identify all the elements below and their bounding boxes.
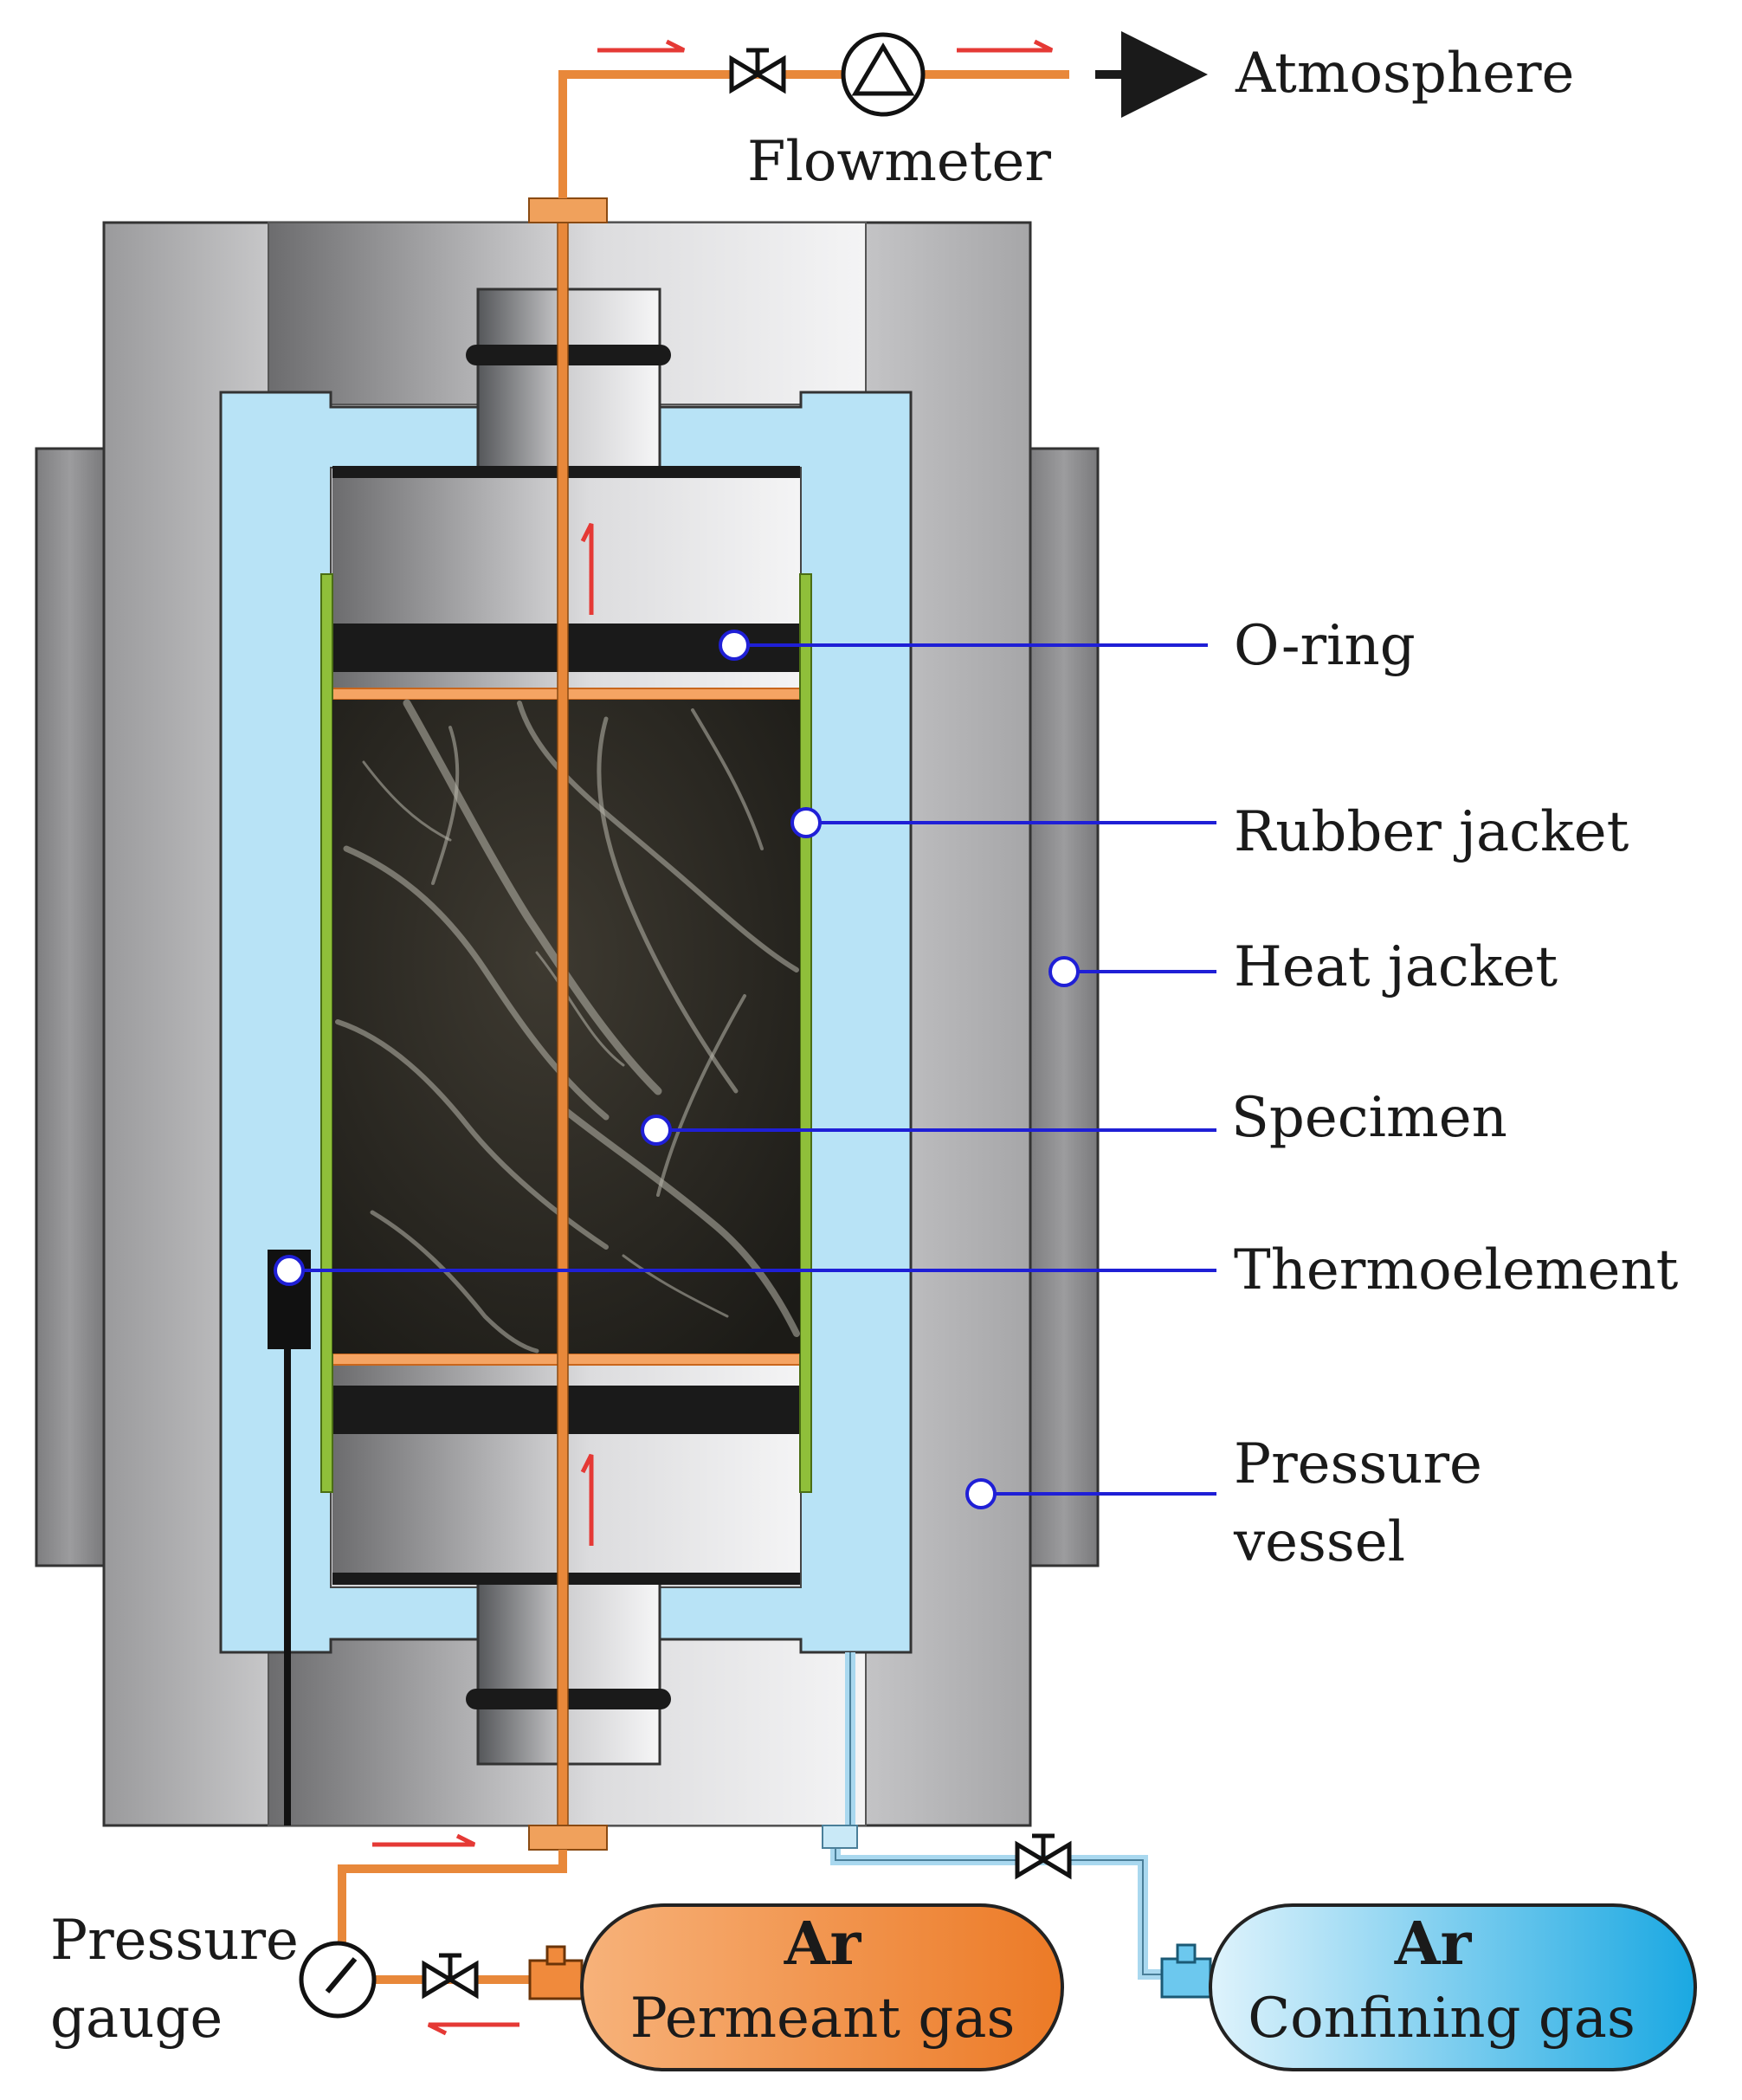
leader-o-ring-dot: [719, 630, 750, 661]
outlet-valve: [729, 48, 786, 94]
leader-lines: [274, 630, 1216, 1509]
leader-rubber-jacket-dot: [790, 807, 822, 838]
top-flange: [528, 197, 608, 223]
permeant-tank-gas: Ar: [784, 1909, 862, 1979]
flow-arrow-top-left: [597, 39, 686, 53]
leader-pressure-vessel-dot: [965, 1478, 997, 1509]
label-thermoelement: Thermoelement: [1234, 1238, 1679, 1302]
bottom-flange: [528, 1825, 608, 1851]
confining-valve: [1015, 1833, 1072, 1880]
inlet-valve: [422, 1953, 479, 2000]
rubber-jacket-left: [320, 573, 333, 1493]
label-pressure-gauge-line2: gauge: [50, 1987, 223, 2051]
inlet-pipe: [338, 1850, 567, 1948]
top-plug-stem: [476, 288, 661, 473]
confining-gas-tank: [1160, 1903, 1697, 2071]
flow-arrows: [372, 39, 1054, 2036]
label-pressure-gauge-line1: Pressure: [50, 1909, 299, 1973]
confining-pipe-fitting: [822, 1825, 858, 1849]
bottom-plug-stem: [476, 1579, 661, 1766]
permeant-gas-tank: [528, 1903, 1064, 2071]
leader-thermoelement-dot: [274, 1255, 305, 1286]
flow-arrow-top-right: [957, 39, 1054, 53]
label-o-ring: O-ring: [1234, 614, 1416, 678]
confining-tank-label: Confining gas: [1248, 1987, 1636, 2051]
flow-arrow-lower-piston: [580, 1453, 594, 1546]
label-heat-jacket: Heat jacket: [1234, 935, 1558, 999]
thermoelement-wire: [284, 1349, 291, 1825]
label-rubber-jacket: Rubber jacket: [1234, 800, 1629, 864]
permeant-tank-label: Permeant gas: [630, 1987, 1016, 2051]
label-pressure-vessel-line2: vessel: [1233, 1510, 1405, 1574]
label-specimen: Specimen: [1231, 1086, 1507, 1150]
label-pressure-vessel-line1: Pressure: [1234, 1432, 1482, 1496]
heat-jacket-right: [1029, 447, 1100, 1567]
pressure-gauge-icon: [299, 1941, 377, 2019]
heat-jacket-left: [35, 447, 106, 1567]
flow-arrow-bottom: [372, 1833, 476, 1847]
flowmeter-icon: [841, 32, 926, 117]
leader-heat-jacket-dot: [1048, 956, 1080, 987]
confining-tank-gas: Ar: [1394, 1909, 1473, 1979]
rubber-jacket-right: [799, 573, 812, 1493]
flow-arrow-upper-piston: [580, 522, 594, 615]
permeant-pipe-axial: [557, 216, 569, 1845]
label-atmosphere: Atmosphere: [1235, 42, 1574, 106]
flow-arrow-inlet: [427, 2022, 519, 2036]
leader-specimen-dot: [641, 1115, 672, 1146]
label-flowmeter: Flowmeter: [747, 130, 1051, 194]
